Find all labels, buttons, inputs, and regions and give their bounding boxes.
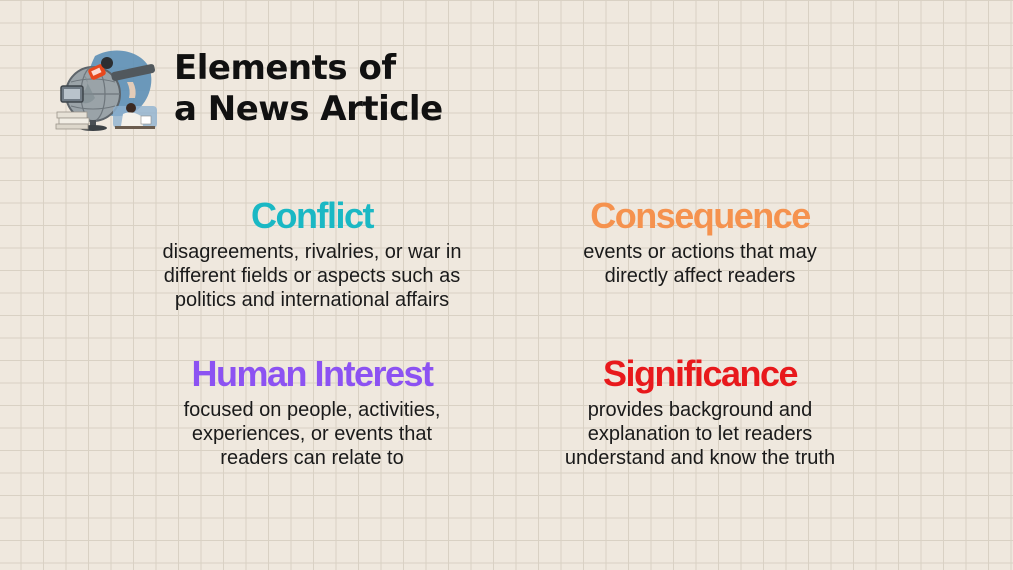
description-line: disagreements, rivalries, or war in bbox=[162, 241, 462, 263]
newspaper-icon bbox=[55, 111, 90, 130]
element-description: events or actions that may directly affe… bbox=[530, 240, 870, 288]
slide-title: Elements of a News Article bbox=[174, 48, 443, 130]
slide-title-line-2: a News Article bbox=[174, 89, 443, 129]
person-icon bbox=[113, 103, 157, 129]
element-heading: Human Interest bbox=[191, 353, 434, 394]
description-line: events or actions that may bbox=[583, 241, 817, 263]
element-significance: Significance provides background and exp… bbox=[530, 354, 870, 470]
description-line: experiences, or events that bbox=[191, 423, 433, 445]
description-line: provides background and bbox=[587, 399, 813, 421]
description-line: explanation to let readers bbox=[587, 423, 813, 445]
element-consequence: Consequence events or actions that may d… bbox=[530, 196, 870, 288]
slide-title-line-1: Elements of bbox=[174, 48, 396, 88]
description-line: politics and international affairs bbox=[174, 289, 450, 311]
description-line: different fields or aspects such as bbox=[163, 265, 461, 287]
description-line: understand and know the truth bbox=[564, 447, 836, 469]
description-line: directly affect readers bbox=[604, 265, 796, 287]
element-conflict: Conflict disagreements, rivalries, or wa… bbox=[122, 196, 502, 312]
television-icon bbox=[60, 85, 84, 103]
news-collage-illustration bbox=[55, 50, 157, 131]
element-description: disagreements, rivalries, or war in diff… bbox=[122, 240, 502, 312]
element-heading: Consequence bbox=[590, 195, 811, 236]
element-human-interest: Human Interest focused on people, activi… bbox=[122, 354, 502, 470]
element-heading: Conflict bbox=[251, 195, 374, 236]
microphone-icon bbox=[88, 57, 113, 80]
element-description: provides background and explanation to l… bbox=[530, 398, 870, 470]
description-line: focused on people, activities, bbox=[183, 399, 441, 421]
description-line: readers can relate to bbox=[220, 447, 404, 469]
element-heading: Significance bbox=[602, 353, 799, 394]
element-description: focused on people, activities, experienc… bbox=[122, 398, 502, 470]
